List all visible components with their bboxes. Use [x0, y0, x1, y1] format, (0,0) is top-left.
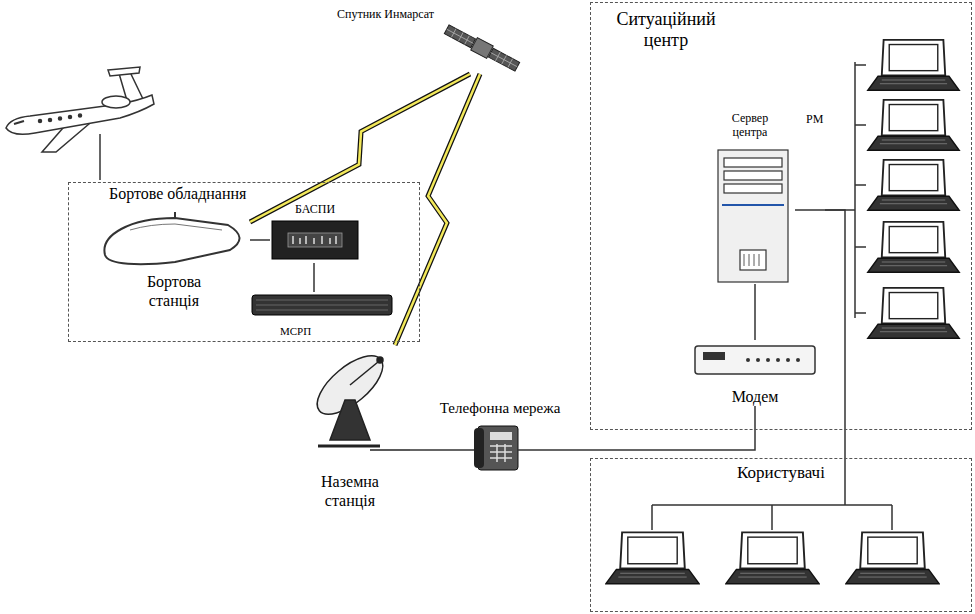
radio-link: [250, 74, 470, 222]
ground-station-dish: [308, 345, 410, 450]
station-node: Наземна станція: [290, 345, 410, 510]
node-label: Бортова станція: [129, 273, 219, 310]
connector-line: [313, 263, 315, 292]
satellite-node: Спутник Инмарсат: [335, 4, 515, 74]
msrp-device: [252, 295, 392, 315]
node-label: Спутник Инмарсат: [337, 8, 434, 22]
node-label: МСРП: [280, 325, 311, 338]
server-tower: [718, 150, 788, 282]
satellite: [443, 23, 520, 73]
workstation-bus: [652, 62, 892, 530]
center-group: Ситуаційний центрСервер центраМодем: [590, 2, 972, 430]
device-node: МСРП: [250, 292, 392, 338]
user-laptop: [606, 532, 939, 583]
node-label: Сервер центра: [720, 112, 780, 140]
connector-line: [754, 284, 756, 340]
baspi-device: [272, 221, 358, 259]
workstation-laptop: [868, 40, 959, 338]
connector-line: [250, 239, 270, 241]
node-label: Телефонна мережа: [440, 400, 561, 417]
connector-line: [795, 210, 845, 458]
group-heading: Користувачі: [737, 463, 825, 483]
modem-node: Модем: [690, 340, 820, 406]
device-node: БАСПИ: [270, 203, 360, 263]
connector-line: [575, 406, 755, 450]
modem-device: [695, 346, 815, 374]
group-label: РМ: [806, 112, 823, 127]
radome: [104, 212, 239, 264]
group-heading: Бортове обладнання: [109, 185, 246, 203]
server-node: Сервер центра: [705, 112, 795, 284]
radio-link-core: [250, 74, 470, 222]
telephone-icon: [425, 426, 575, 470]
station-node: Бортова станція: [98, 212, 250, 310]
node-label: Модем: [732, 388, 779, 406]
node-label: БАСПИ: [295, 203, 335, 217]
group-heading: Ситуаційний центр: [611, 9, 721, 50]
users-group: Користувачі: [590, 458, 972, 612]
aircraft: [6, 67, 154, 180]
connector-line: [410, 449, 425, 451]
equipment-group: Бортове обладнанняБАСПИ Бортова станціяМС…: [68, 182, 420, 342]
radio-link: [395, 74, 480, 345]
node-label: Наземна станція: [310, 473, 390, 510]
network-node: Телефонна мережа: [425, 400, 575, 476]
radio-link-core: [395, 74, 480, 345]
